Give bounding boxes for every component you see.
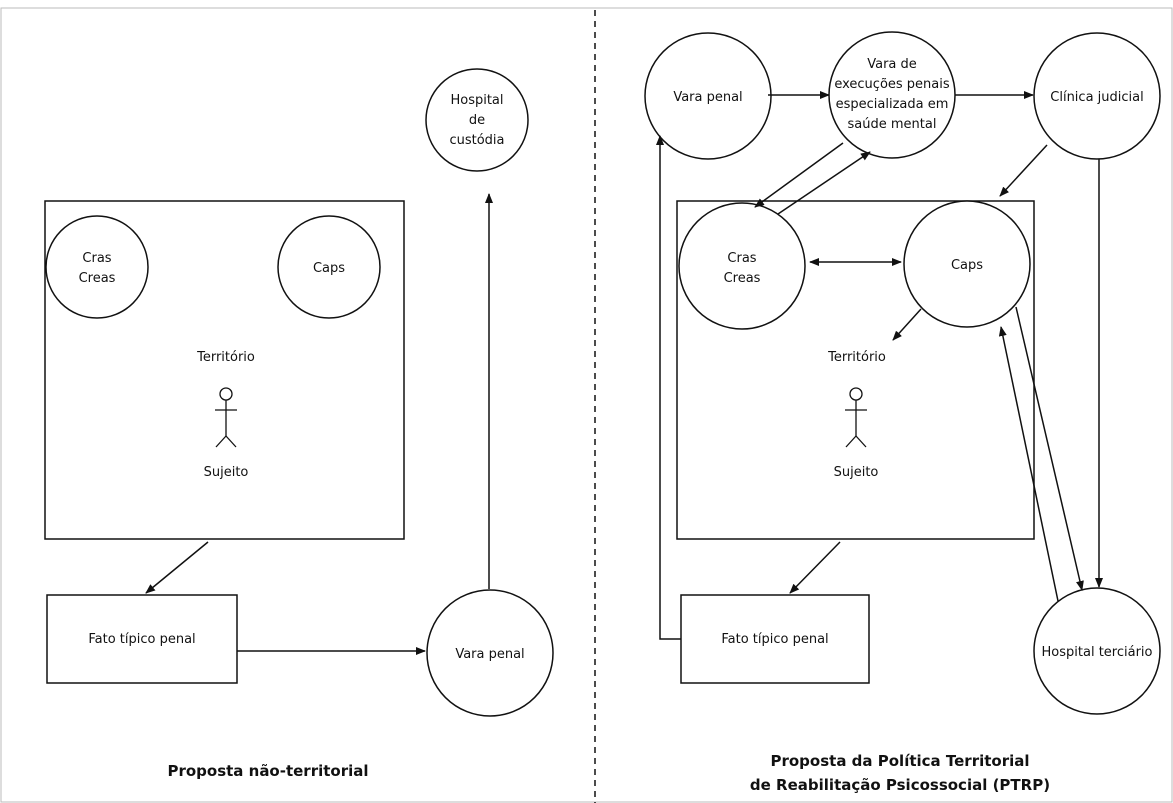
right-arrow-territory-to-fato [789, 541, 841, 594]
left-subject-figure [215, 387, 237, 448]
left-fato-tipico-box [46, 594, 238, 684]
right-arrow-vep-to-cras [754, 142, 844, 208]
left-arrow-territory-to-fato [145, 541, 209, 594]
right-vep-line3: especializada em [836, 97, 949, 112]
right-vep-node [828, 31, 956, 159]
right-caps-node [903, 200, 1031, 328]
left-caps-node [277, 215, 381, 319]
left-hospital-line2: de [469, 113, 485, 128]
right-arrow-cras-to-vep [777, 151, 871, 215]
left-subject-label: Sujeito [204, 465, 249, 480]
right-arrow-hospital-to-caps [998, 326, 1059, 602]
right-arrow-caps-to-territory [892, 308, 922, 341]
right-clinica-judicial-node [1033, 32, 1161, 160]
right-panel: Cras Creas Caps Território Sujeito Vara … [644, 31, 1161, 794]
left-hospital-custodia-node [425, 68, 529, 172]
right-hospital-terciario-node [1033, 587, 1161, 715]
right-arrow-fato-to-vara [656, 135, 681, 640]
right-hospital-label: Hospital terciário [1042, 645, 1153, 660]
right-cras-label: Cras [727, 251, 756, 266]
right-vara-label: Vara penal [673, 90, 742, 105]
left-panel: Cras Creas Caps Território Sujeito Hospi… [44, 68, 554, 780]
right-vep-line1: Vara de [867, 57, 917, 72]
right-caps-label: Caps [951, 258, 983, 273]
right-fato-tipico-box [680, 594, 870, 684]
left-caps-label: Caps [313, 261, 345, 276]
left-creas-label: Creas [79, 271, 116, 286]
left-caption: Proposta não-territorial [167, 762, 368, 780]
right-vara-penal-node [644, 32, 772, 160]
left-territory-label: Território [196, 350, 255, 365]
left-vara-label: Vara penal [455, 647, 524, 662]
right-caption-line1: Proposta da Política Territorial [770, 752, 1029, 770]
right-subject-label: Sujeito [834, 465, 879, 480]
right-clinica-label: Clínica judicial [1050, 90, 1143, 105]
right-fato-label: Fato típico penal [721, 632, 828, 647]
right-arrow-clinica-to-territory [999, 144, 1048, 197]
right-vep-line4: saúde mental [848, 117, 937, 132]
right-cras-creas-node [678, 202, 806, 330]
right-territory-label: Território [827, 350, 886, 365]
outer-frame [0, 7, 1173, 803]
right-subject-figure [845, 387, 867, 448]
left-fato-label: Fato típico penal [88, 632, 195, 647]
right-caption-line2: de Reabilitação Psicossocial (PTRP) [750, 776, 1050, 794]
right-arrow-caps-to-hospital [1015, 306, 1084, 591]
left-hospital-line3: custódia [449, 133, 504, 148]
left-hospital-line1: Hospital [450, 93, 503, 108]
left-cras-creas-node [45, 215, 149, 319]
left-cras-label: Cras [82, 251, 111, 266]
right-vep-line2: execuções penais [834, 77, 950, 92]
left-vara-penal-node [426, 589, 554, 717]
right-creas-label: Creas [724, 271, 761, 286]
